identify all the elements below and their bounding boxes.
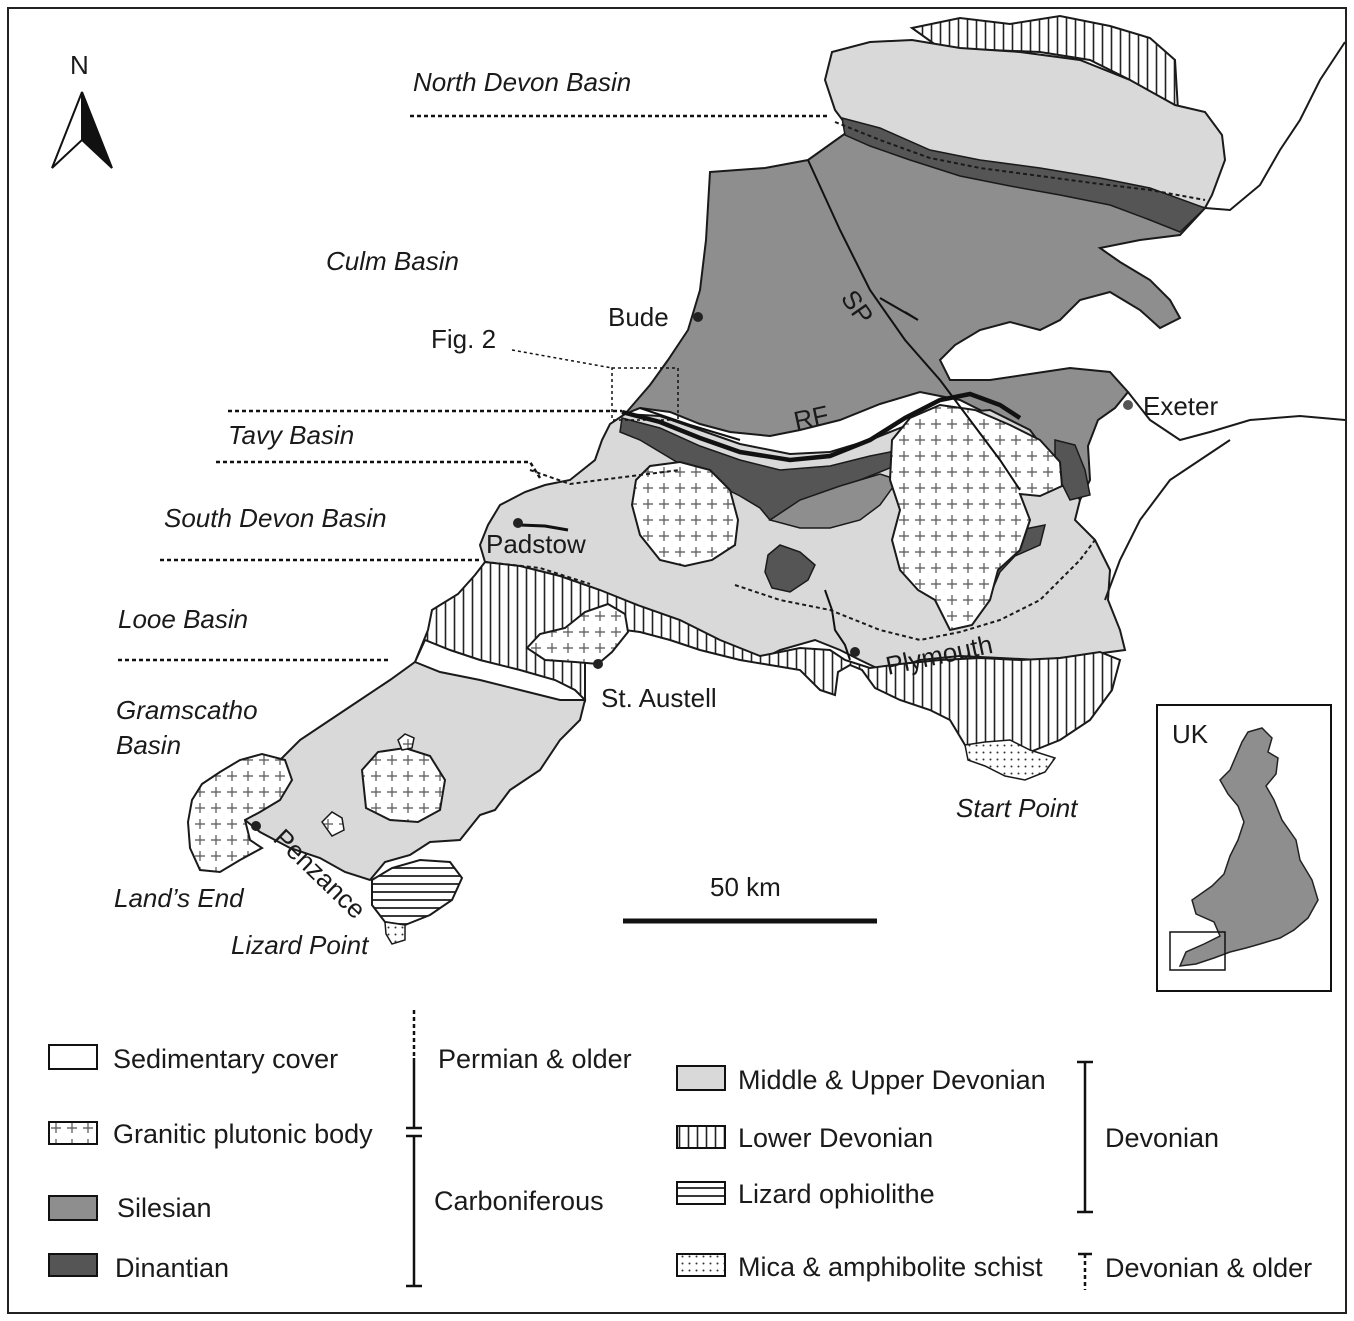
uk-inset-study-area [1169,931,1226,971]
legend-age-permian-older: Permian & older [438,1044,632,1074]
label-st-austell: St. Austell [601,683,717,713]
map-boundary-dashed-2 [529,469,681,486]
legend-label-dinantian: Dinantian [115,1253,229,1283]
map-fault-sp [807,159,1021,491]
label-bude: Bude [608,302,669,332]
map-coastline-dorset [1104,439,1231,601]
map-fault-sp-arrow [879,297,919,321]
legend: Sedimentary cover Granitic plutonic body… [48,1010,1312,1290]
map-unit-granite-st-austell [525,602,630,666]
uk-inset-label: UK [1172,719,1209,749]
fig2-box [611,367,679,421]
map-unit-schist-start-point [964,739,1057,781]
label-south-devon-basin: South Devon Basin [164,503,387,533]
legend-label-granitic-plutonic-body: Granitic plutonic body [113,1119,373,1149]
legend-age-devonian-older: Devonian & older [1105,1253,1312,1283]
north-arrow: N [51,50,113,169]
map-area [118,14,1346,945]
legend-swatch-middle-upper-devonian [676,1065,726,1091]
uk-inset: UK [1156,704,1332,992]
legend-label-silesian: Silesian [117,1193,212,1223]
plymouth-marker [850,647,860,657]
legend-age-carboniferous: Carboniferous [434,1186,604,1216]
label-gramscatho-line2: Basin [116,730,181,760]
label-lizard-point: Lizard Point [231,930,370,960]
legend-label-lower-devonian: Lower Devonian [738,1123,933,1153]
map-unit-silesian-inlier [768,473,900,529]
legend-swatch-granitic-plutonic-body [48,1121,98,1145]
map-unit-dinantian-blob [764,544,816,593]
map-boundary-dashed-1 [834,121,1206,201]
label-padstow: Padstow [486,529,586,559]
map-coastline-southeast [1127,391,1346,442]
label-exeter: Exeter [1143,391,1218,421]
map-fault-rf [621,391,1022,463]
bude-marker [693,312,703,322]
map-unit-granite-small [397,733,415,751]
fig2-leader [511,349,613,369]
label-fig2: Fig. 2 [431,324,496,354]
label-start-point: Start Point [956,793,1079,823]
label-looe-basin: Looe Basin [118,604,248,634]
map-coastline-east [1204,41,1346,212]
basin-boundary-tavy-south-devon [216,460,542,479]
map-fault-rf-secondary [639,407,741,441]
north-arrow-fill-icon [81,91,113,169]
figure-frame [7,7,1347,1314]
legend-swatch-silesian [48,1195,98,1221]
map-unit-lizard-ophiolite [371,858,464,927]
legend-age-devonian: Devonian [1105,1123,1219,1153]
map-unit-dinantian-north [841,116,1207,233]
map-inlet-plymouth [824,589,851,661]
legend-label-lizard-ophiolithe: Lizard ophiolithe [738,1179,935,1209]
uk-outline-icon [1178,727,1319,967]
legend-label-middle-upper-devonian: Middle & Upper Devonian [738,1065,1046,1095]
legend-swatch-lower-devonian [676,1125,726,1149]
exeter-marker [1123,400,1133,410]
map-unit-granite-bodmin [630,460,740,568]
legend-swatch-mica-amphibolite-schist [676,1253,726,1277]
north-arrow-icon [51,91,83,169]
st-austell-marker [593,659,603,669]
north-arrow-label: N [70,50,89,80]
label-tavy-basin: Tavy Basin [228,420,354,450]
label-north-devon-basin: North Devon Basin [413,67,631,97]
legend-swatch-dinantian [48,1253,98,1277]
legend-swatch-lizard-ophiolithe [676,1181,726,1205]
legend-label-sedimentary-cover: Sedimentary cover [113,1044,338,1074]
scale-bar-label: 50 km [710,872,781,902]
map-unit-schist-lizard [384,921,406,945]
legend-label-mica-amphibolite-schist: Mica & amphibolite schist [738,1252,1043,1282]
map-boundary-dashed-3 [734,539,1096,642]
legend-swatch-sedimentary-cover [48,1044,98,1070]
label-rf: RF [791,399,831,436]
map-unit-granite-west-small [321,811,345,837]
map-unit-granite-lands-end [186,752,294,874]
scale-bar: 50 km [623,872,877,924]
label-gramscatho-line1: Gramscatho [116,695,258,725]
map-unit-granite-dartmoor [888,403,1064,632]
penzance-marker [251,821,261,831]
label-culm-basin: Culm Basin [326,246,459,276]
map-inlet-padstow [519,523,569,532]
padstow-marker [513,518,523,528]
map-unit-granite-carnmenellis [360,746,447,824]
label-lands-end: Land’s End [114,883,245,913]
